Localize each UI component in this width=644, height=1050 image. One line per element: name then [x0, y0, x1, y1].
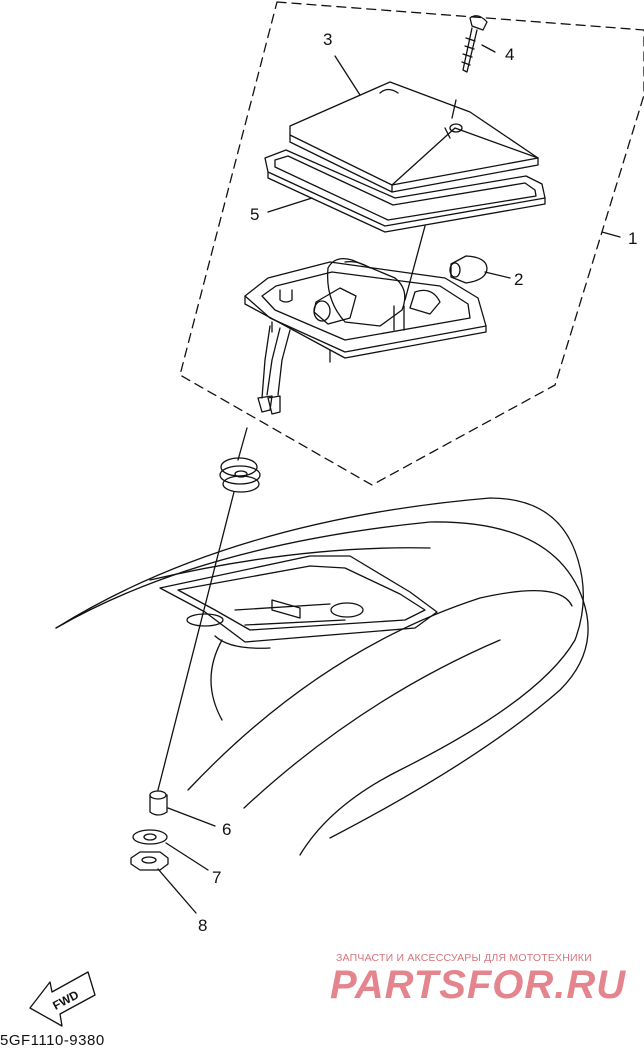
callout-4: 4 [505, 45, 514, 64]
part-8-nut [130, 851, 169, 871]
part-2-bulb [449, 255, 488, 284]
alignment-line [157, 491, 235, 791]
alignment-line [404, 225, 426, 301]
callout-2: 2 [514, 270, 523, 289]
rear-fender-body [55, 497, 589, 856]
license-light-housing [244, 257, 487, 363]
wire-harness [257, 325, 291, 415]
leader-line-7 [165, 842, 209, 871]
diagram-code: 5GF1110-9380 [0, 1032, 105, 1049]
part-4-screw [461, 15, 488, 73]
leader-line-6 [167, 807, 216, 827]
leader-line-3 [334, 55, 361, 96]
alignment-line [237, 427, 248, 461]
watermark-subtitle: ЗАПЧАСТИ И АКСЕССУАРЫ ДЛЯ МОТОТЕХНИКИ [336, 952, 592, 964]
leader-line-2 [484, 271, 511, 279]
leader-line-4 [481, 44, 496, 53]
alignment-line [444, 99, 457, 139]
callout-3: 3 [323, 30, 332, 49]
fwd-arrow-icon [29, 971, 96, 1027]
callout-7: 7 [212, 868, 221, 887]
grommet [219, 457, 261, 493]
assembly-boundary [179, 1, 644, 486]
fwd-label: FWD [50, 987, 81, 1012]
part-5-gasket [264, 149, 546, 233]
callout-8: 8 [198, 916, 207, 935]
callout-6: 6 [222, 820, 231, 839]
watermark-brand: PARTSFOR.RU [330, 963, 627, 1007]
leader-line-1 [601, 231, 621, 238]
callout-1: 1 [628, 229, 637, 248]
part-6-collar [149, 790, 168, 816]
leader-line-5 [267, 197, 313, 213]
callout-5: 5 [250, 205, 259, 224]
leader-line-8 [157, 868, 197, 914]
part-3-lens-cover [289, 81, 539, 193]
part-7-washer [132, 829, 168, 845]
